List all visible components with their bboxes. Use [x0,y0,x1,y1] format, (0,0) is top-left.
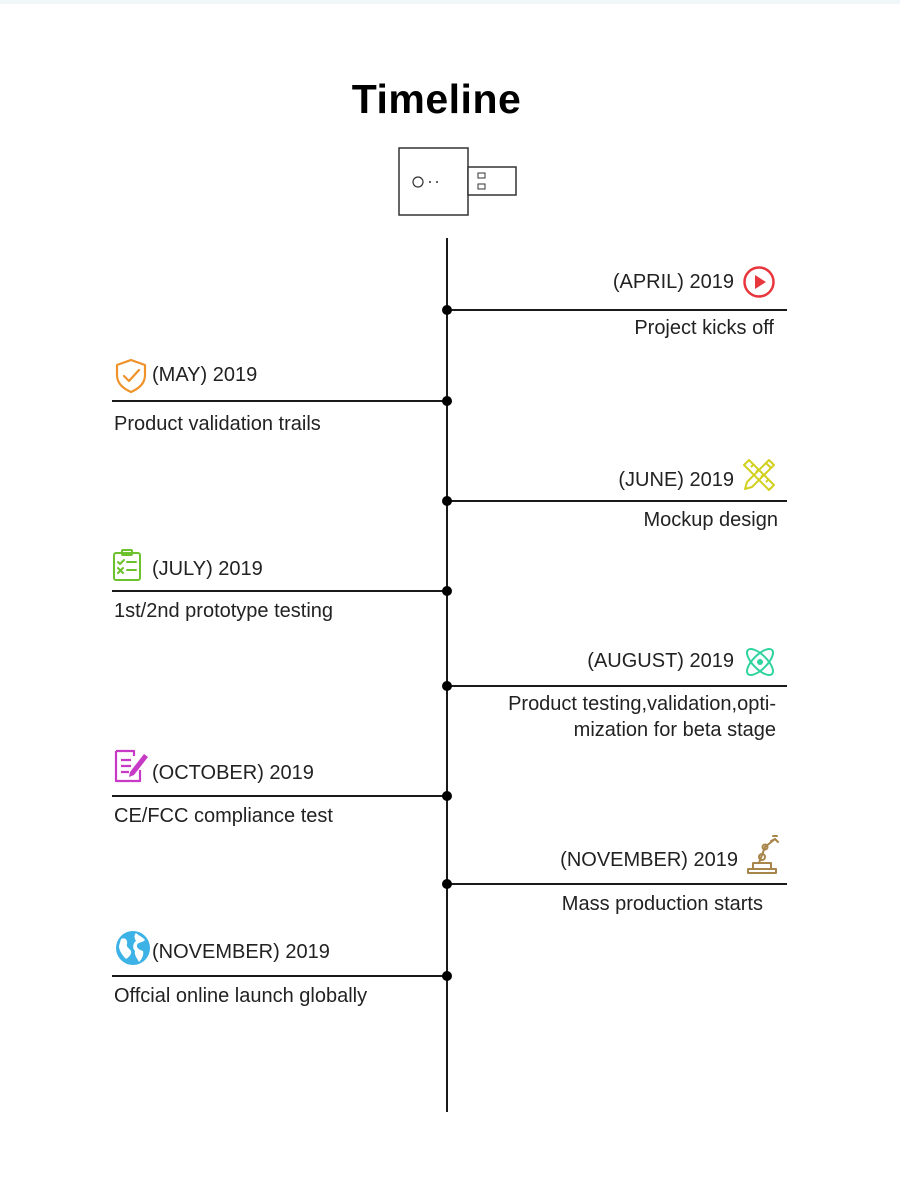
event-date: (OCTOBER) 2019 [152,762,314,784]
top-band [0,0,900,4]
event-dot [442,791,452,801]
usb-device-icon [398,147,517,216]
event-description: Mass production starts [561,893,763,915]
event-description: Product testing,validation,opti- mizatio… [508,693,776,741]
document-edit-icon [114,749,148,783]
event-line [447,309,787,311]
atom-icon [746,648,774,676]
event-dot [442,496,452,506]
event-date: (MAY) 2019 [152,364,258,386]
event-description: CE/FCC compliance test [114,805,333,827]
pencil-ruler-icon [743,459,775,491]
event-line [447,685,787,687]
clipboard-checklist-icon [113,549,141,581]
event-date: (JUNE) 2019 [618,469,734,491]
event-dot [442,586,452,596]
event-description: Offcial online launch globally [114,985,368,1007]
shield-check-icon [115,358,147,394]
event-date: (JULY) 2019 [152,558,263,580]
page-title: Timeline [351,76,522,122]
event-description: Mockup design [643,509,778,531]
event-line [112,400,447,402]
event-line [447,500,787,502]
event-description: 1st/2nd prototype testing [114,600,334,622]
robot-arm-icon [747,835,779,874]
event-date: (AUGUST) 2019 [587,650,734,672]
event-date: (NOVEMBER) 2019 [560,849,738,871]
globe-icon [116,931,150,965]
event-dot [442,879,452,889]
event-dot [442,396,452,406]
play-circle-icon [743,266,775,298]
timeline-axis [446,238,448,1112]
event-description: Project kicks off [634,317,774,339]
event-date: (APRIL) 2019 [612,271,734,293]
event-dot [442,971,452,981]
event-line [447,883,787,885]
event-line [112,975,447,977]
event-date: (NOVEMBER) 2019 [152,941,330,963]
event-line [112,590,447,592]
event-dot [442,681,452,691]
event-dot [442,305,452,315]
event-description: Product validation trails [114,413,321,435]
event-line [112,795,447,797]
